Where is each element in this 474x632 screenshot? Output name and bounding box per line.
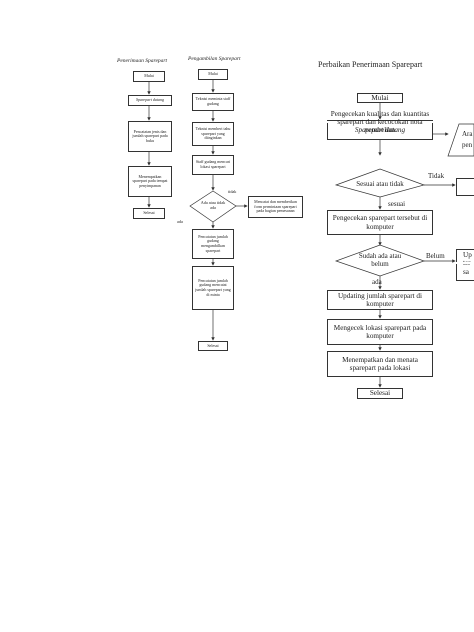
flow3-side-partial-1a: Ara xyxy=(462,130,473,138)
flow3-step-pengecekan: Pengecekan kualitas dan kuantitas sparep… xyxy=(327,110,433,134)
flow3-side-text-sa: sa xyxy=(463,267,469,276)
flow3-side-box-3: Up ter sa xyxy=(456,249,474,281)
flow3-step-cek-komputer: Pengecekan sparepart tersebut di kompute… xyxy=(327,210,433,235)
flow3-side-box-2 xyxy=(456,178,474,196)
flow2-label-ada: ada xyxy=(177,219,183,224)
flow3-label-ada: ada xyxy=(372,278,382,286)
flow1-step-menempatkan: Menempatkan sparepart pada tempat penyim… xyxy=(128,166,172,197)
flow2-label-tidak: tidak xyxy=(228,189,237,194)
flow2-decision-ada: Ada atau tidak ada xyxy=(200,200,226,210)
flow2-step-teknisi-memberi: Teknisi memberi tahu sparepart yang diin… xyxy=(192,122,234,146)
flow3-side-box-4 xyxy=(456,262,474,264)
flow3-decision-sesuai: Sesuai atau tidak xyxy=(356,180,404,189)
flow3-end: Selesai xyxy=(357,388,403,399)
flow3-label-sesuai: sesuai xyxy=(388,200,406,208)
flow1-title: Penerimaan Sparepart xyxy=(117,58,168,64)
flow3-start: Mulai xyxy=(357,93,403,103)
flow2-end: Selesai xyxy=(198,341,228,351)
flow3-title: Perbaikan Penerimaan Sparepart xyxy=(318,60,423,69)
flow2-start: Mulai xyxy=(198,69,228,80)
flow3-side-box-5 xyxy=(456,262,460,264)
flow3-decision-sudah-ada: Sudah ada atau belum xyxy=(358,252,402,268)
flow1-start: Mulai xyxy=(133,71,165,82)
flow3-label-belum: Belum xyxy=(426,252,445,260)
flow3-step-sparepart-datang: Sparepart datang xyxy=(327,120,433,140)
flow2-step-staff-mencari: Staff gudang mencari lokasi sparepart xyxy=(192,155,234,175)
flow1-end: Selesai xyxy=(133,208,165,219)
flow2-step-pencatatan-mencatat: Pencatatan jumlah gudang mencatat jumlah… xyxy=(192,266,234,310)
flow2-title: Pengambilan Sparepart xyxy=(188,56,241,62)
flow2-step-teknisi-meminta: Teknisi meminta staff gudang xyxy=(192,93,234,111)
flow1-step-sparepart-datang: Sparepart datang xyxy=(128,95,172,106)
flow2-step-pencatatan-mengambilkan: Pencatatan jumlah gudang mengambilkan sp… xyxy=(192,229,234,259)
flow3-side-partial-1b: pen xyxy=(462,141,473,149)
flow3-step-mengecek-lokasi: Mengecek lokasi sparepart pada komputer xyxy=(327,319,433,345)
flow1-step-pencatatan: Pencatatan jenis dan jumlah sparepart pa… xyxy=(128,121,172,152)
flow3-step-updating: Updating jumlah sparepart di komputer xyxy=(327,290,433,310)
flow2-side-mencatat-form: Mencatat dan memberikan form permintaan … xyxy=(248,196,303,218)
flow3-step-menempatkan: Menempatkan dan menata sparepart pada lo… xyxy=(327,351,433,377)
flow3-label-tidak: Tidak xyxy=(428,172,445,180)
flow3-side-text-up: Up xyxy=(463,251,472,259)
